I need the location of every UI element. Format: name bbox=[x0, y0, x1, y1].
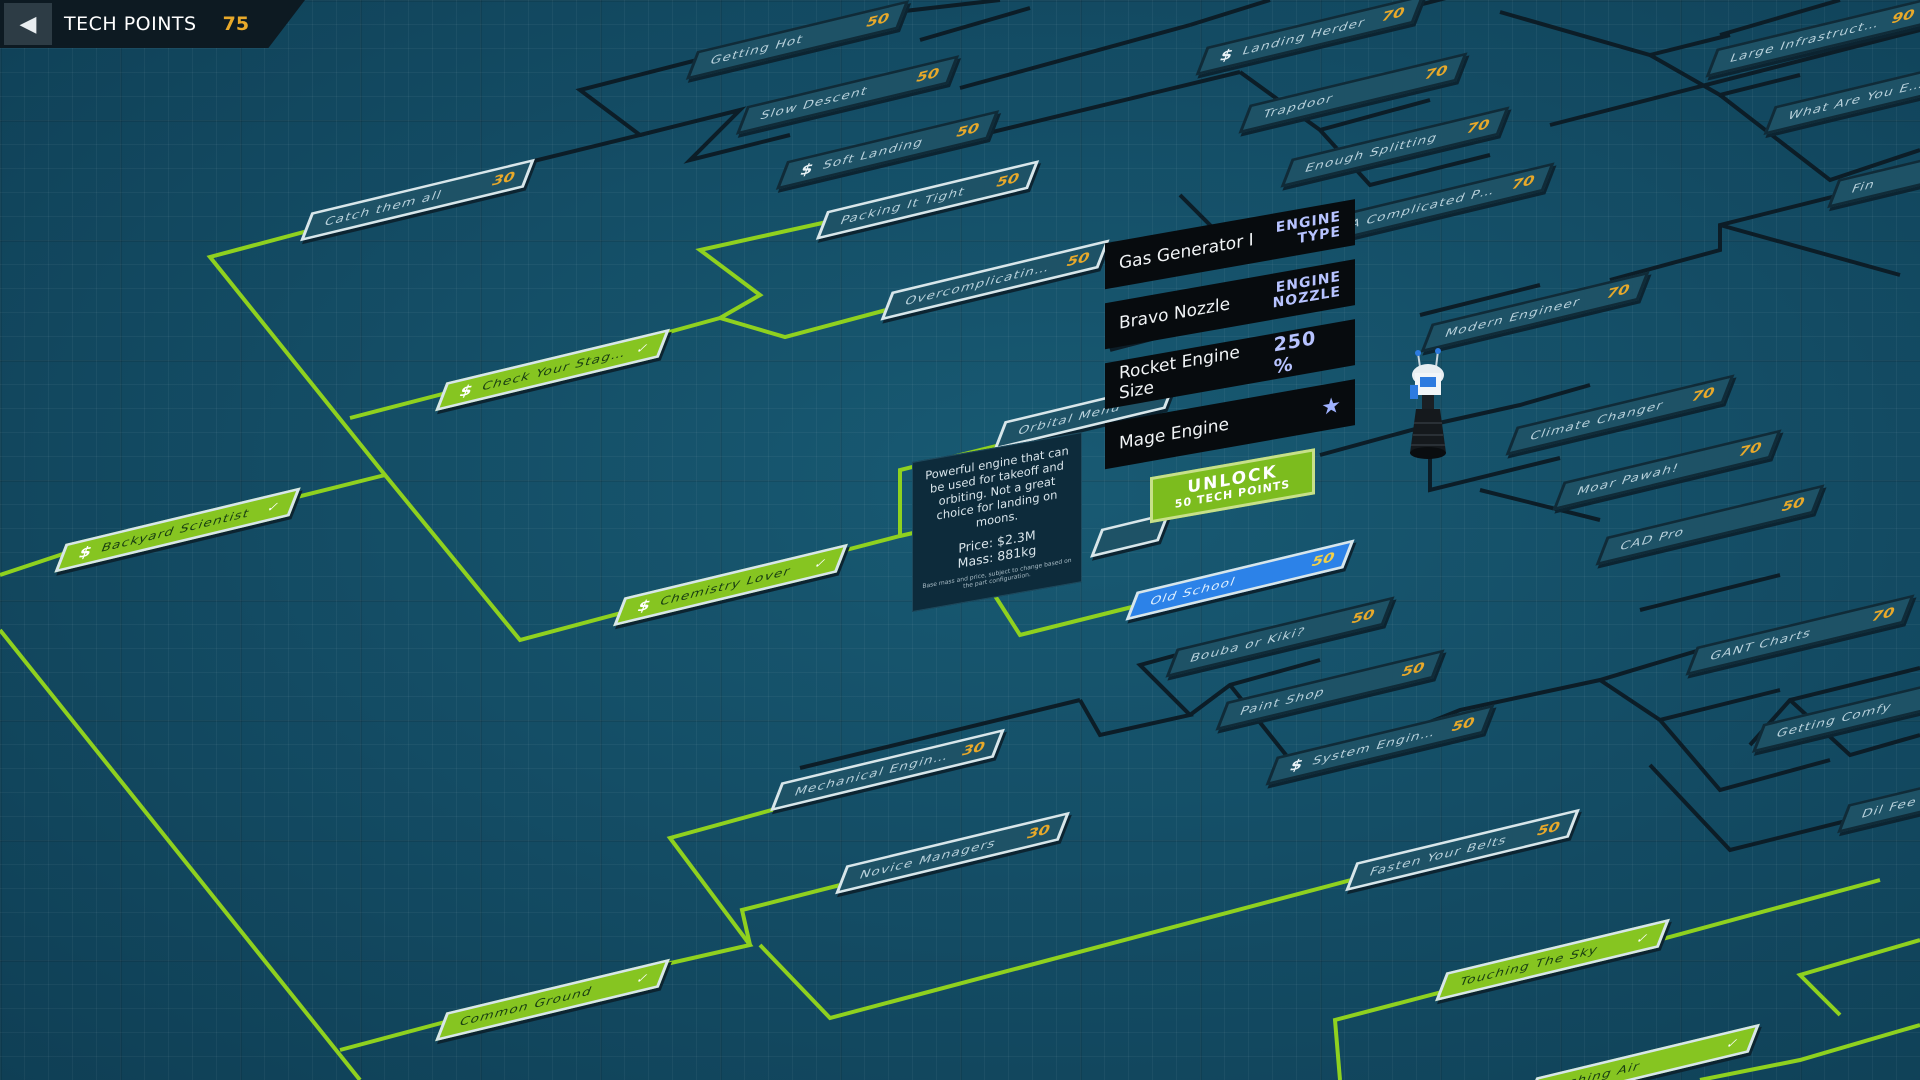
wire-locked bbox=[504, 56, 706, 170]
node-cost: 50 bbox=[913, 65, 942, 87]
node-cost: 50 bbox=[1063, 249, 1093, 271]
popup-row-name: Gas Generator I bbox=[1119, 230, 1254, 274]
wire-locked bbox=[1189, 0, 1271, 27]
wire-locked bbox=[1598, 678, 1781, 723]
check-icon: ✓ bbox=[1724, 1034, 1743, 1052]
star-icon: ★ bbox=[1321, 392, 1341, 421]
wire-locked bbox=[1549, 28, 1920, 127]
part-description-tooltip: Powerful engine that can be used for tak… bbox=[912, 432, 1082, 612]
wire-locked bbox=[1719, 0, 1841, 37]
wire-locked bbox=[919, 6, 1031, 42]
node-cost: 70 bbox=[1735, 439, 1765, 461]
node-cost: 70 bbox=[1463, 116, 1493, 138]
node-cost: 90 bbox=[1888, 6, 1918, 28]
node-cost: 70 bbox=[1603, 281, 1633, 303]
dollar-icon: $ bbox=[456, 380, 477, 401]
check-icon: ✓ bbox=[1634, 929, 1653, 947]
popup-row-name: Bravo Nozzle bbox=[1119, 294, 1231, 334]
node-cost: 50 bbox=[953, 120, 982, 142]
node-cost: 50 bbox=[1348, 606, 1378, 628]
back-button[interactable]: ◀ bbox=[4, 3, 52, 45]
rocket-engine-model bbox=[1410, 348, 1446, 459]
tech-points-label: TECH POINTS bbox=[64, 13, 197, 35]
node-cost: 50 bbox=[1534, 819, 1563, 840]
wire-locked bbox=[1648, 763, 1871, 853]
wire-unlocked bbox=[1796, 938, 1920, 1017]
check-icon: ✓ bbox=[264, 498, 283, 516]
wire-locked bbox=[959, 23, 1191, 90]
node-cost: 70 bbox=[1868, 604, 1898, 626]
wire-unlocked bbox=[1639, 878, 1881, 947]
wire-unlocked bbox=[1699, 1023, 1920, 1080]
check-icon: ✓ bbox=[634, 339, 653, 357]
check-icon: ✓ bbox=[812, 554, 831, 572]
wire-locked bbox=[799, 698, 1081, 770]
popup-row-name: Mage Engine bbox=[1119, 414, 1230, 454]
wire-locked bbox=[1379, 0, 1447, 17]
popup-row-name: Rocket Engine Size bbox=[1119, 342, 1240, 404]
wire-unlocked bbox=[988, 586, 1141, 638]
node-cost: 30 bbox=[959, 739, 988, 760]
wire-locked bbox=[1719, 223, 1901, 277]
wire-locked bbox=[1609, 178, 1901, 282]
wire-unlocked bbox=[339, 1016, 461, 1052]
node-cost: 50 bbox=[1398, 659, 1428, 681]
node-cost: 70 bbox=[1421, 62, 1451, 84]
popup-row-tag: ENGINE TYPE bbox=[1275, 208, 1341, 248]
node-cost: 50 bbox=[1308, 549, 1338, 571]
unlock-button[interactable]: UNLOCK 50 TECH POINTS bbox=[1150, 448, 1315, 524]
wire-locked bbox=[1658, 718, 1831, 793]
wire-locked bbox=[639, 106, 791, 164]
node-cost: 50 bbox=[1448, 714, 1478, 736]
dollar-icon: $ bbox=[797, 159, 818, 180]
tech-points-value: 75 bbox=[222, 13, 250, 35]
wire-unlocked bbox=[719, 303, 906, 340]
node-cost: 70 bbox=[1508, 172, 1538, 194]
wire-unlocked bbox=[349, 388, 459, 420]
dollar-icon: $ bbox=[1217, 44, 1237, 66]
node-cost: 30 bbox=[489, 169, 518, 190]
engine-details-popup: Gas Generator I ENGINE TYPE Bravo Nozzle… bbox=[1095, 177, 1365, 565]
dollar-icon: $ bbox=[76, 541, 96, 563]
wire-unlocked bbox=[739, 878, 861, 946]
wire-locked bbox=[1429, 383, 1591, 427]
wire-locked bbox=[1639, 573, 1781, 612]
node-cost: 50 bbox=[863, 10, 892, 32]
node-cost: 70 bbox=[1688, 384, 1718, 406]
wire-unlocked bbox=[695, 216, 846, 320]
check-icon: ✓ bbox=[634, 969, 653, 987]
wire-locked bbox=[1479, 488, 1601, 522]
tech-points-bar: ◀ TECH POINTS 75 bbox=[0, 0, 305, 48]
back-arrow-icon: ◀ bbox=[19, 11, 37, 37]
node-cost: 70 bbox=[1378, 4, 1408, 26]
popup-row-value: 250 % bbox=[1273, 326, 1317, 379]
wire-locked bbox=[979, 70, 1241, 137]
node-cost: 50 bbox=[993, 170, 1022, 192]
wire-locked bbox=[1499, 10, 1731, 58]
wire-unlocked bbox=[206, 223, 387, 477]
wire-unlocked bbox=[264, 472, 641, 643]
wire-locked bbox=[1718, 93, 1920, 183]
dollar-icon: $ bbox=[1287, 754, 1307, 776]
dollar-icon: $ bbox=[634, 595, 655, 616]
wire-unlocked bbox=[639, 803, 791, 972]
wire-locked bbox=[1419, 283, 1541, 317]
node-cost: 50 bbox=[1778, 494, 1808, 516]
popup-row-tag: ENGINE NOZZLE bbox=[1272, 268, 1341, 312]
node-cost: 30 bbox=[1024, 822, 1053, 843]
wire-unlocked bbox=[0, 628, 362, 1080]
wire-unlocked bbox=[758, 873, 1371, 1021]
